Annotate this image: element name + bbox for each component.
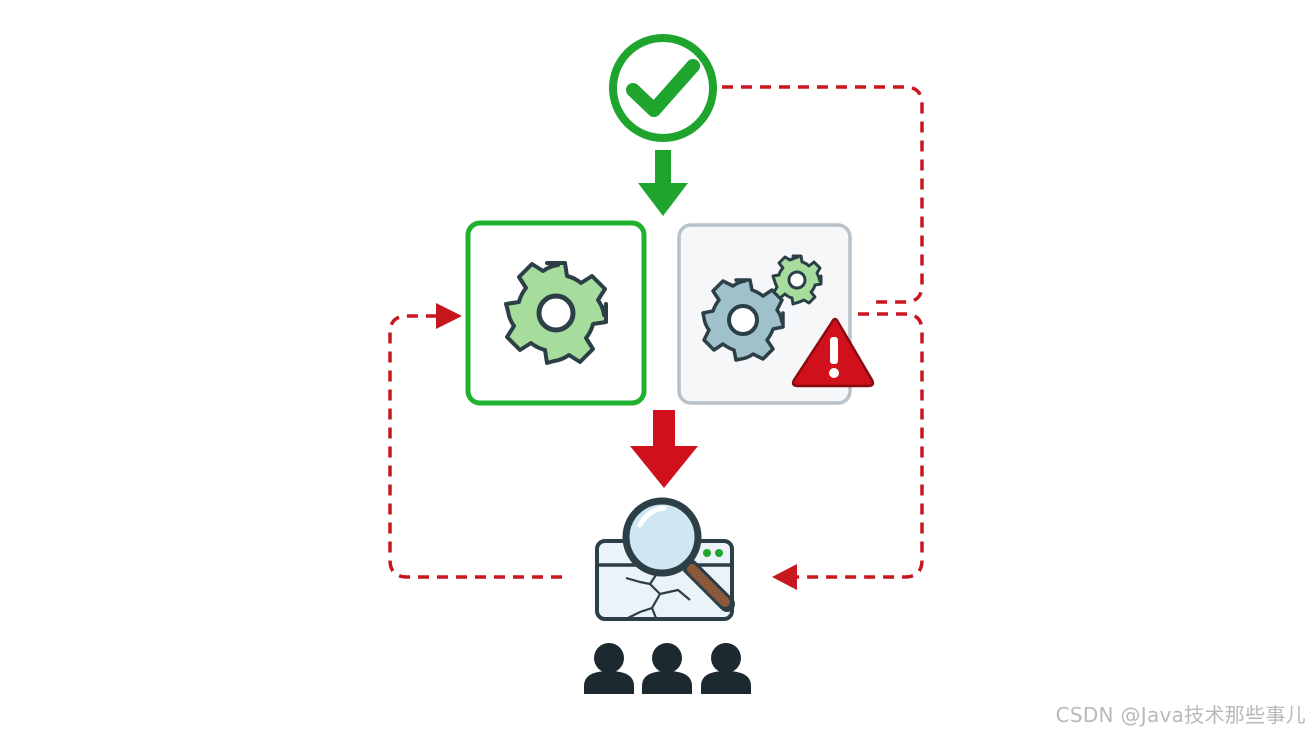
user-icon [701,643,751,694]
green-arrow-down [638,150,688,216]
dashed-connector-app-to-working [388,314,562,579]
dashed-arrowhead-into-app [772,564,797,590]
gear-icon [504,261,608,365]
red-arrow-down [630,410,698,488]
working-service-box [465,220,647,406]
large-gear-icon [701,278,785,362]
warning-triangle-icon [791,317,875,388]
broken-window-magnifier-icon [595,497,735,621]
checkmark-circle-icon [609,34,717,142]
crack-lines [625,571,691,619]
dashed-connector-failing-to-app [792,312,924,579]
failing-service-box [677,223,875,405]
watermark-text: CSDN @Java技术那些事儿 [1055,703,1306,727]
user-icon [584,643,634,694]
small-gear-icon [771,254,823,306]
user-icon [642,643,692,694]
magnifier-icon [622,497,735,612]
dashed-arrowhead-into-working [436,303,462,329]
users-group-icon [584,643,751,694]
